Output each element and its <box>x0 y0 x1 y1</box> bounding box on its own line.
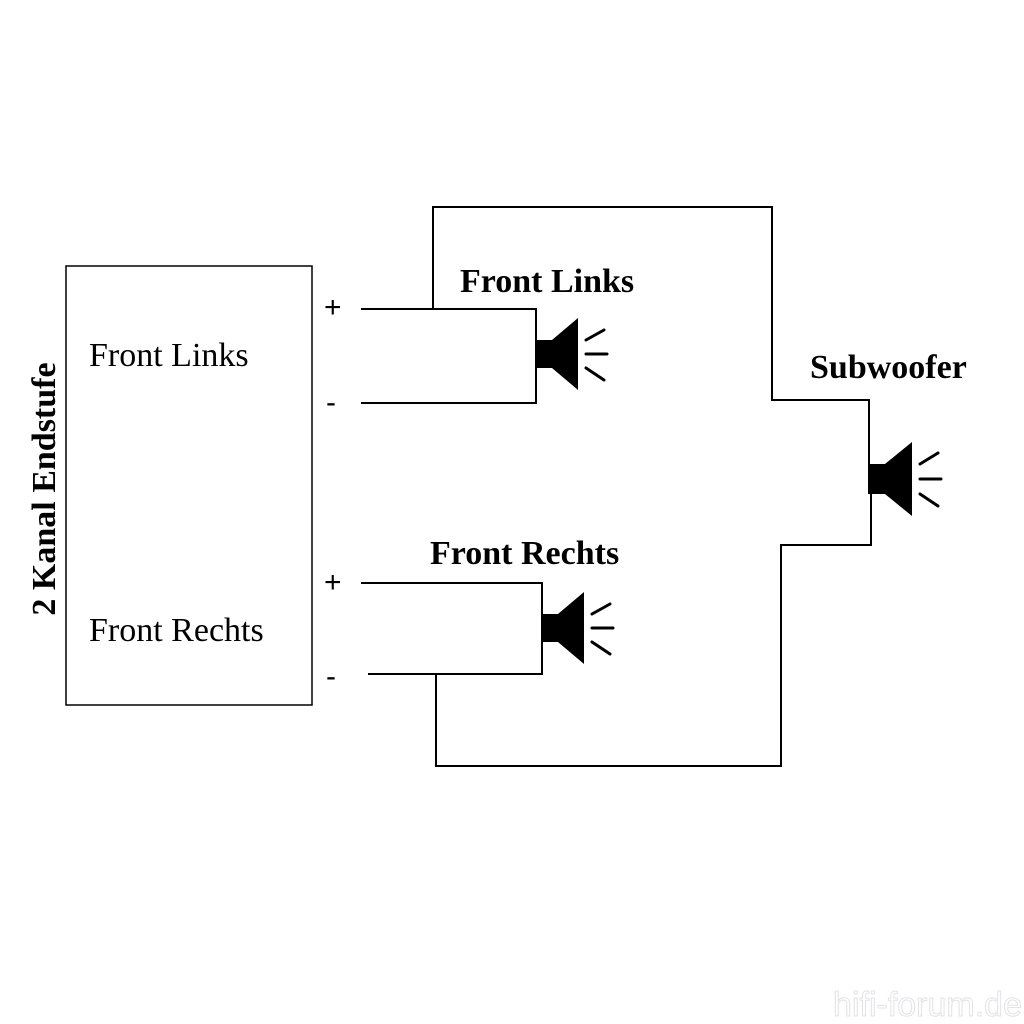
amplifier-title: 2 Kanal Endstufe <box>26 362 63 615</box>
speaker-icon <box>868 442 943 516</box>
speaker-front-links <box>535 318 609 390</box>
speaker-label-front-links: Front Links <box>460 263 634 300</box>
speaker-label-subwoofer: Subwoofer <box>810 349 967 386</box>
speaker-subwoofer <box>868 442 943 516</box>
wiring <box>361 206 872 767</box>
wire-right-plus <box>361 582 543 615</box>
wire-subwoofer-minus <box>435 491 872 767</box>
terminal-right-minus: - <box>326 660 336 693</box>
wire-left-minus <box>361 367 537 404</box>
amp-channel-front-rechts: Front Rechts <box>89 612 264 649</box>
watermark: hifi-forum.de <box>833 986 1022 1024</box>
amp-channel-front-links: Front Links <box>89 337 249 374</box>
speaker-icon <box>541 592 615 664</box>
wire-subwoofer-plus <box>432 206 870 464</box>
wire-right-minus <box>368 642 543 675</box>
terminal-left-plus: + <box>324 291 342 324</box>
terminal-right-plus: + <box>324 566 342 599</box>
speaker-front-rechts <box>541 592 615 664</box>
amplifier-box <box>65 265 313 706</box>
speaker-icon <box>535 318 609 390</box>
terminal-left-minus: - <box>326 386 336 419</box>
wire-left-plus <box>361 308 537 341</box>
speaker-label-front-rechts: Front Rechts <box>430 535 619 572</box>
